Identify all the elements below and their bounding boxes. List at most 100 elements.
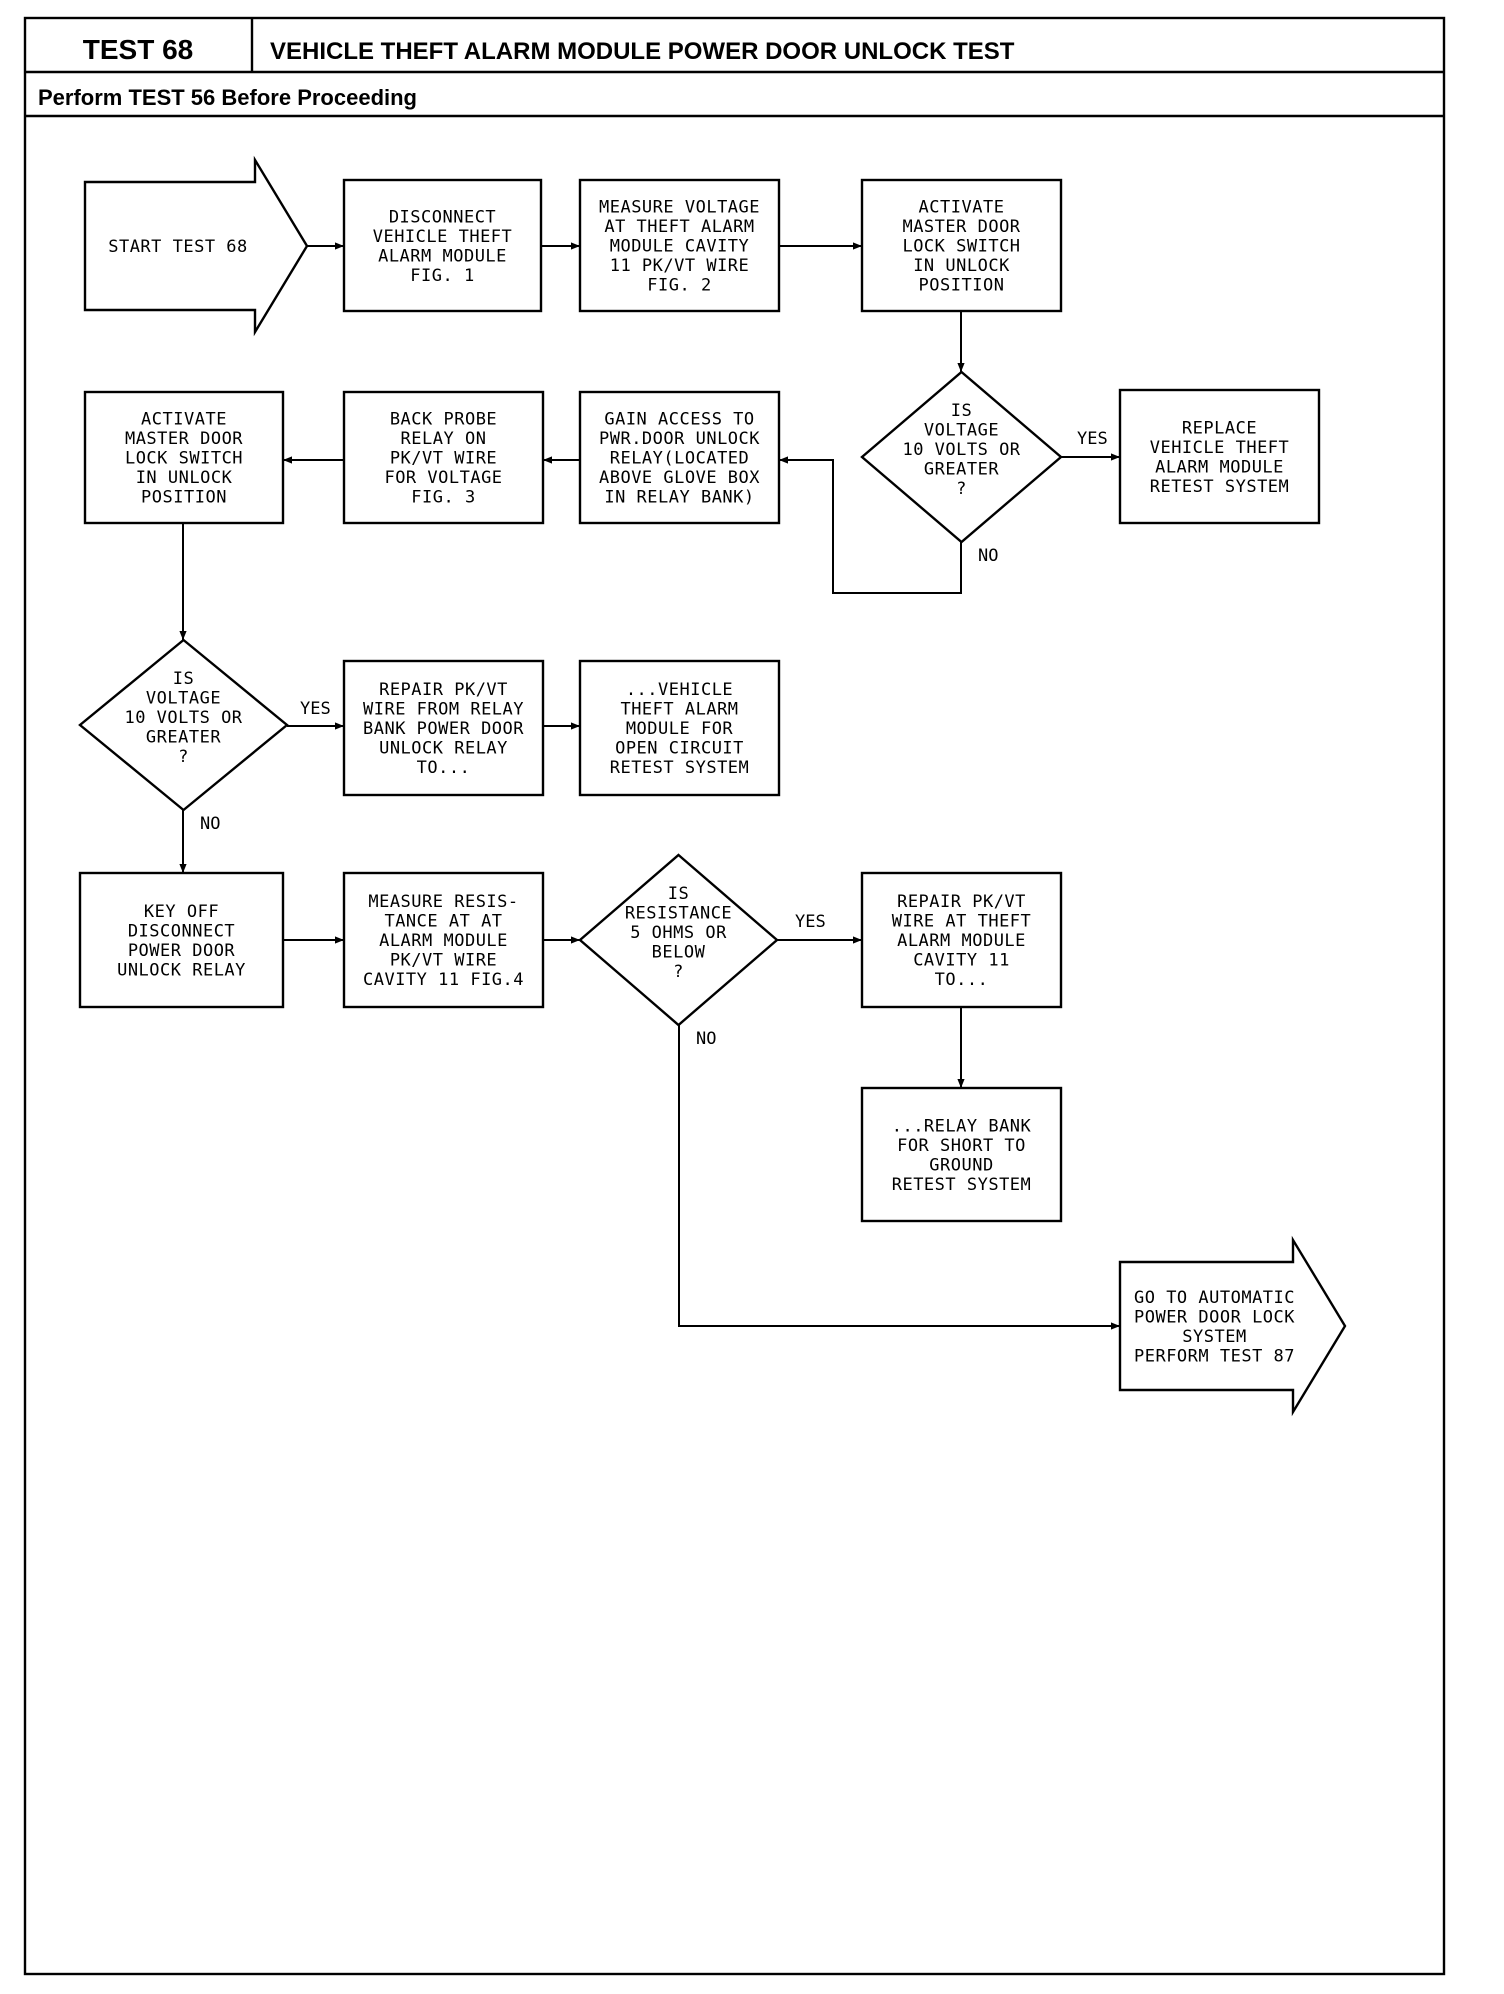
node-text-line: DISCONNECT: [128, 921, 235, 941]
node-text-line: ABOVE GLOVE BOX: [599, 468, 760, 488]
process-shape: [860, 871, 1063, 1009]
decision-shape: [78, 638, 289, 812]
node-text-line: IS: [668, 884, 689, 904]
node-text-line: IS: [951, 401, 972, 421]
node-text-line: PWR.DOOR UNLOCK: [599, 429, 760, 449]
node-text-line: RETEST SYSTEM: [610, 758, 750, 778]
node-text-line: ...RELAY BANK: [892, 1116, 1032, 1136]
edge-label-no: NO: [200, 814, 220, 834]
node-text-line: IN UNLOCK: [913, 256, 1010, 276]
edge-decision_resistance-to-goto_auto_lock: [678, 1025, 1120, 1330]
arrow-shape: [1118, 1235, 1347, 1417]
edge-label-yes: YES: [300, 699, 331, 719]
node-text-line: IS: [173, 669, 194, 689]
node-start: START TEST 68: [83, 155, 309, 337]
node-text-line: RELAY(LOCATED: [610, 449, 750, 469]
node-text-line: RELAY ON: [401, 429, 487, 449]
node-text-line: SYSTEM: [1182, 1327, 1246, 1347]
node-text-line: ACTIVATE: [919, 198, 1005, 218]
node-text-line: TO...: [417, 758, 471, 778]
node-text-line: KEY OFF: [144, 902, 219, 922]
node-text-line: VOLTAGE: [924, 421, 999, 441]
arrow-shape: [83, 155, 309, 337]
test-number: TEST 68: [83, 34, 193, 65]
node-text-line: THEFT ALARM: [620, 700, 738, 720]
node-text-line: GAIN ACCESS TO: [604, 410, 754, 430]
node-text-line: ALARM MODULE: [379, 931, 508, 951]
node-text-line: BELOW: [652, 943, 706, 963]
node-text-line: PK/VT WIRE: [390, 951, 497, 971]
node-text-line: ...VEHICLE: [626, 680, 733, 700]
node-text-line: FOR VOLTAGE: [384, 468, 502, 488]
node-text-line: MODULE FOR: [626, 719, 734, 739]
edge-label-yes: YES: [795, 912, 826, 932]
node-text-line: RETEST SYSTEM: [892, 1175, 1032, 1195]
node-text-line: UNLOCK RELAY: [117, 960, 246, 980]
node-text-line: MASTER DOOR: [902, 217, 1020, 237]
process-shape: [578, 178, 781, 313]
node-text-line: GREATER: [146, 728, 221, 748]
node-text-line: 10 VOLTS OR: [902, 440, 1020, 460]
node-text-line: MODULE CAVITY: [610, 237, 750, 257]
node-text-line: FIG. 1: [410, 266, 474, 286]
node-text-line: VEHICLE THEFT: [373, 227, 513, 247]
process-shape: [860, 178, 1063, 313]
node-text-line: IN RELAY BANK): [604, 488, 754, 508]
node-text-line: MASTER DOOR: [125, 429, 243, 449]
node-text-line: VOLTAGE: [146, 689, 221, 709]
node-text-line: IN UNLOCK: [136, 468, 233, 488]
node-text-line: MEASURE VOLTAGE: [599, 198, 760, 218]
node-text-line: POSITION: [919, 276, 1005, 296]
test-title: VEHICLE THEFT ALARM MODULE POWER DOOR UN…: [270, 38, 1015, 65]
node-text-line: CAVITY 11: [913, 951, 1010, 971]
page-frame: [23, 16, 1446, 1976]
node-text-line: REPAIR PK/VT: [379, 680, 508, 700]
node-text-line: FIG. 2: [647, 276, 711, 296]
node-text-line: ALARM MODULE: [1155, 457, 1284, 477]
node-text-line: WIRE FROM RELAY: [363, 700, 524, 720]
node-text-line: RETEST SYSTEM: [1150, 477, 1290, 497]
node-text-line: CAVITY 11 FIG.4: [363, 970, 524, 990]
node-text-line: MEASURE RESIS-: [368, 892, 518, 912]
node-text-line: POSITION: [141, 488, 227, 508]
node-text-line: AT THEFT ALARM: [604, 217, 754, 237]
node-text-line: LOCK SWITCH: [902, 237, 1020, 257]
node-text-line: TO...: [935, 970, 989, 990]
node-text-line: ?: [673, 962, 684, 982]
node-text-line: GROUND: [929, 1155, 993, 1175]
node-text: START TEST 68: [108, 237, 248, 257]
decision-shape: [860, 370, 1063, 544]
node-text-line: VEHICLE THEFT: [1150, 438, 1290, 458]
process-shape: [578, 390, 781, 525]
node-text-line: ?: [178, 747, 189, 767]
process-shape: [342, 178, 543, 313]
node-text-line: ALARM MODULE: [897, 931, 1026, 951]
node-text-line: POWER DOOR LOCK: [1134, 1307, 1295, 1327]
edge-decision_voltage_1-to-gain_access_relay: [779, 456, 962, 594]
node-text-line: PK/VT WIRE: [390, 449, 497, 469]
process-shape: [578, 659, 781, 797]
